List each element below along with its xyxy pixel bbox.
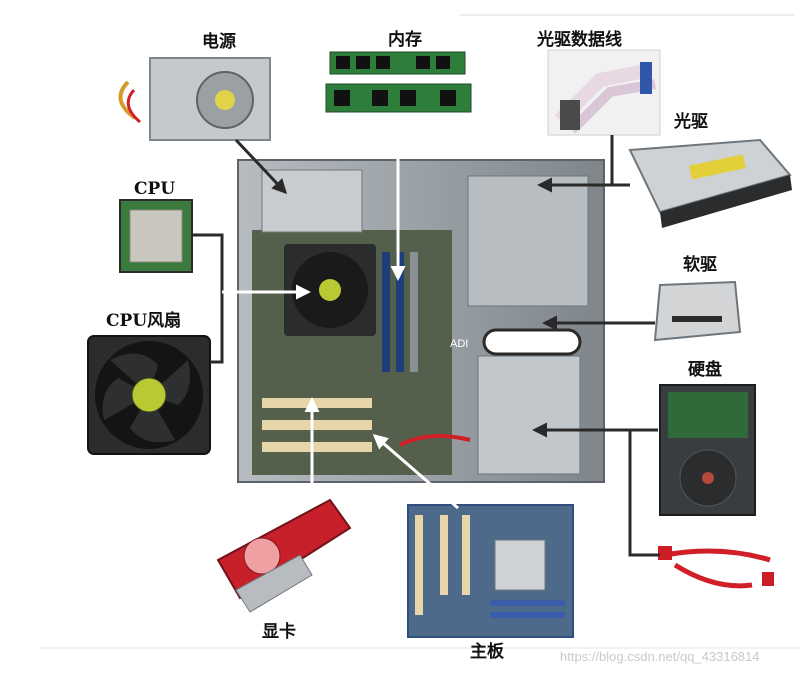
sata-cable-image <box>658 546 774 589</box>
hdd-image <box>659 384 756 516</box>
label-floppy: 软驱 <box>683 254 717 275</box>
floppy-drive-image <box>653 280 742 342</box>
cpu-image <box>119 199 193 273</box>
label-hdd: 硬盘 <box>688 359 722 380</box>
label-ram: 内存 <box>388 29 422 50</box>
optical-drive-image <box>628 138 792 228</box>
cpu-fan-image <box>87 335 211 455</box>
case-text: ADI <box>450 338 468 350</box>
motherboard-image <box>407 504 574 638</box>
label-cpu: CPU <box>134 179 175 199</box>
label-motherboard: 主板 <box>470 641 505 662</box>
psu-image <box>118 57 271 141</box>
label-psu: 电源 <box>202 31 236 52</box>
pc-case <box>237 159 605 483</box>
label-gpu: 显卡 <box>262 621 296 642</box>
label-optical: 光驱 <box>673 111 708 132</box>
watermark: https://blog.csdn.net/qq_43316814 <box>560 649 760 664</box>
arrows <box>192 115 660 557</box>
label-cpu-fan: CPU风扇 <box>106 310 181 331</box>
label-cable: 光驱数据线 <box>536 29 622 50</box>
ram-image <box>325 51 472 113</box>
ide-cable-image <box>547 49 661 136</box>
gpu-image <box>216 498 352 613</box>
